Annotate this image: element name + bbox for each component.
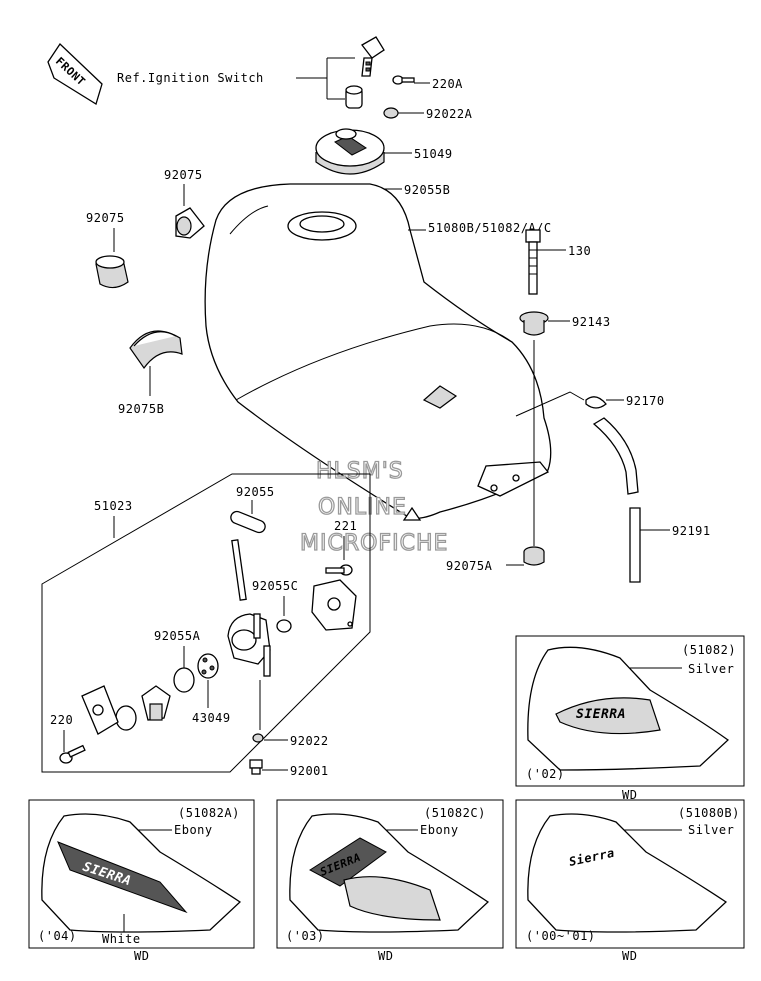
cover-plate-icon [81,685,119,735]
fuel-cock-assembly-box [41,473,371,773]
fuel-cock-body-icon [227,539,271,677]
callout-92055c: 92055C [252,579,298,593]
ref-ignition-switch: Ref.Ignition Switch [117,71,264,85]
variant-51080b-color: Silver [688,823,734,837]
watermark-line-3: MICROFICHE [300,531,448,556]
front-arrow-icon: FRONT [47,42,103,105]
lever-plate-icon [311,579,357,631]
hose-upper-icon [592,417,639,495]
callout-92001: 92001 [290,764,329,778]
watermark-line-1: HLSM'S [316,459,404,484]
callout-92055a: 92055A [154,629,201,643]
variant-51082a-year: ('04) [38,929,77,943]
callout-220a: 220A [432,77,463,91]
variant-51082a-market: WD [134,949,149,963]
watermark-line-2: ONLINE [318,495,407,520]
variant-51082a-stripe: White [102,932,141,946]
variant-51082a-panel: (51082A) Ebony SIERRA White ('04) WD [28,799,255,963]
filter-screen-icon [197,653,219,679]
clip-92170-icon [585,396,607,409]
variant-51082c-color: Ebony [420,823,459,837]
seal-ring-icon [115,705,137,731]
variant-51082-color: Silver [688,662,734,676]
callout-92170: 92170 [626,394,665,408]
callout-51049: 51049 [414,147,453,161]
valve-plug-icon [141,685,171,721]
oring-92055a-icon [173,667,195,693]
washer-92022-icon [252,733,264,743]
callout-92055: 92055 [236,485,275,499]
washer-92022a-icon [383,107,399,119]
callout-92022a: 92022A [426,107,473,121]
callout-92191: 92191 [672,524,711,538]
variant-51082-year: ('02) [526,767,565,781]
callout-92075a: 92075A [446,559,493,573]
rubber-92075b-icon [129,330,183,370]
callout-92075b: 92075B [118,402,164,416]
damper-92075-upper-icon [175,207,205,239]
variant-51082c-panel: (51082C) Ebony SIERRA ('03) WD [276,799,504,963]
fuel-cap-icon [315,128,385,175]
variant-51080b-panel: (51080B) Silver Sierra ('00~'01) WD [515,799,745,963]
screw-220-icon [59,744,86,764]
collar-92143-icon [519,311,549,336]
damper-92075a-icon [523,546,545,566]
gasket-92055-icon [230,510,266,534]
callout-92055b: 92055B [404,183,450,197]
variant-51082-panel: (51082) Silver SIERRA ('02) WD [515,635,745,802]
variant-51082-logo: SIERRA [576,707,626,722]
screw-221-icon [325,564,353,576]
callout-92075-top: 92075 [164,168,203,182]
callout-92143: 92143 [572,315,611,329]
variant-51080b-part: (51080B) [678,806,740,820]
oring-92055c-icon [276,619,292,633]
callout-220: 220 [50,713,73,727]
hose-92191-icon [629,507,641,583]
ignition-cylinder-icon [345,85,363,109]
variant-51080b-market: WD [622,949,637,963]
variant-51082c-year: ('03) [286,929,325,943]
bolt-92001-icon [249,759,263,775]
variant-51082a-color: Ebony [174,823,213,837]
variant-51082a-part: (51082A) [178,806,240,820]
damper-92075-lower-icon [95,255,129,289]
variant-51082-part: (51082) [682,643,736,657]
callout-51023: 51023 [94,499,133,513]
callout-130: 130 [568,244,591,258]
callout-43049: 43049 [192,711,231,725]
screw-220a-icon [392,75,415,85]
callout-221: 221 [334,519,357,533]
bolt-130-icon [525,229,541,295]
variant-51080b-year: ('00~'01) [526,929,596,943]
callout-51080b: 51080B/51082/A/C [428,221,552,235]
fuel-tank-icon [204,183,552,521]
variant-51082c-market: WD [378,949,393,963]
callout-92075-left: 92075 [86,211,125,225]
ignition-key-icon [361,36,385,77]
variant-51082-market: WD [622,788,637,802]
variant-51082c-part: (51082C) [424,806,486,820]
callout-92022: 92022 [290,734,329,748]
